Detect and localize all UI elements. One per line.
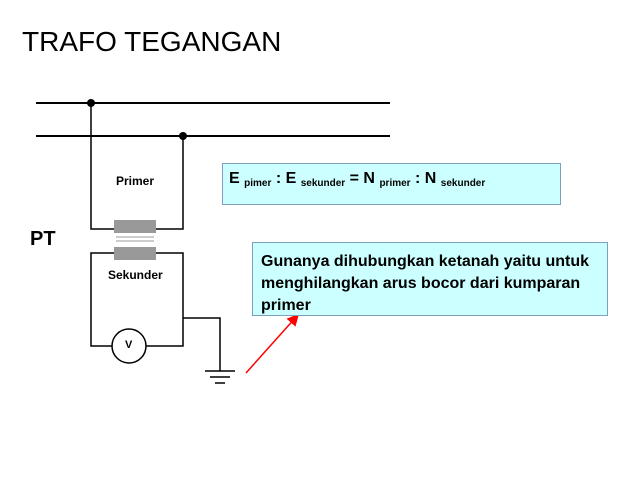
primary-wire <box>90 103 114 230</box>
formula-sub-pimer: pimer <box>244 178 272 189</box>
pointer-arrow <box>245 313 300 374</box>
formula-sub-primer: primer <box>379 178 411 189</box>
ground-wire <box>183 317 221 371</box>
pt-label: PT <box>30 228 56 250</box>
primary-label: Primer <box>116 174 155 188</box>
primary-winding <box>114 220 156 233</box>
ratio-formula: E pimer : E sekunder = N primer : N seku… <box>229 170 485 189</box>
secondary-label: Sekunder <box>108 268 163 282</box>
formula-e-primary: E <box>229 170 240 187</box>
primary-wire-right <box>156 136 184 230</box>
page-title: TRAFO TEGANGAN <box>22 26 282 57</box>
formula-equals-n: = N <box>349 170 375 187</box>
formula-box: E pimer : E sekunder = N primer : N seku… <box>222 163 561 205</box>
secondary-wire-right <box>146 252 184 347</box>
formula-sub-sekunder: sekunder <box>300 178 346 189</box>
formula-e-secondary: E <box>285 170 297 187</box>
note-box: Gunanya dihubungkan ketanah yaitu untuk … <box>252 242 608 316</box>
formula-colon-n: : N <box>415 170 437 187</box>
voltmeter-circle <box>111 328 147 364</box>
formula-sub-sekunder-2: sekunder <box>440 178 486 189</box>
secondary-wire <box>90 252 114 347</box>
formula-colon: : <box>275 170 282 187</box>
voltmeter-label: V <box>125 339 133 351</box>
secondary-winding <box>114 247 156 260</box>
ground-note: Gunanya dihubungkan ketanah yaitu untuk … <box>261 253 590 314</box>
